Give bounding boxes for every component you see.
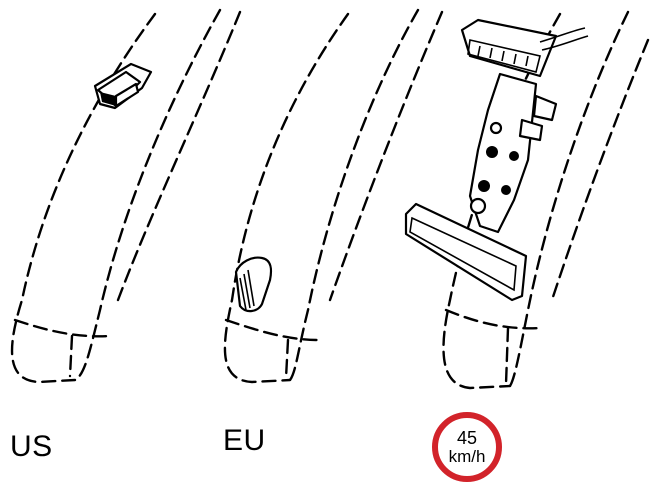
speed-limit-unit: km/h [448, 447, 486, 466]
eu-fender-seam [284, 338, 290, 380]
eu-fender [223, 8, 444, 384]
eu-fender-rear-edge [328, 10, 444, 302]
eu-fender-outer-edge [223, 12, 350, 384]
speed-limit-value: 45 [456, 428, 478, 448]
eu-fender-inner-edge [288, 8, 420, 382]
us-label: US [10, 430, 53, 463]
speed-fender-rear-edge [550, 38, 650, 302]
eu-label: EU [223, 424, 266, 457]
rear-light [460, 18, 589, 78]
us-fender-rear-edge [116, 10, 242, 302]
us-reflector [93, 62, 153, 110]
speed-limit-sign: 45 km/h [432, 412, 502, 482]
speed-fender-inner-edge [508, 10, 630, 388]
us-fender-inner-edge [73, 8, 222, 382]
plate-bracket [468, 72, 558, 234]
us-fender-cross-line [13, 318, 112, 338]
eu-reflector [234, 256, 273, 313]
license-plate-reflector [404, 202, 528, 302]
speed-fender-cross-line [444, 308, 542, 330]
speed-fender-seam [504, 326, 510, 386]
us-fender-seam [68, 334, 74, 378]
eu-fender-cross-line [224, 318, 320, 342]
